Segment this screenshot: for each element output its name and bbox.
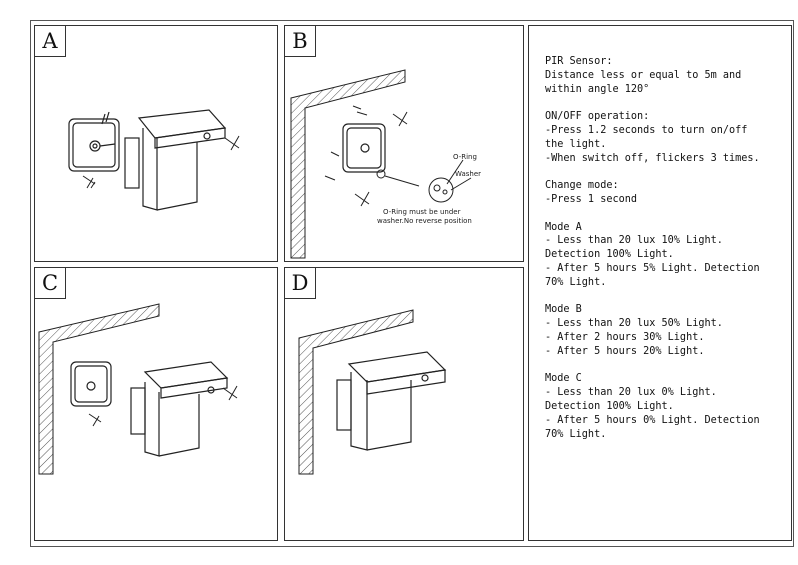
- mode-a-line: Detection 100% Light.: [545, 249, 674, 261]
- onoff-heading: ON/OFF operation:: [545, 111, 650, 123]
- mode-a-line: - After 5 hours 5% Light. Detection: [545, 262, 760, 274]
- mounting-bracket: [68, 111, 120, 172]
- panel-c: C: [34, 267, 278, 541]
- wall-hatch: [298, 309, 414, 475]
- lamp-body: [336, 351, 447, 451]
- note-line-1: O-Ring must be under: [383, 208, 461, 216]
- change-line: -Press 1 second: [545, 193, 638, 205]
- panel-letter: A: [35, 26, 66, 57]
- sheet-border: [30, 20, 794, 547]
- panel-letter: C: [35, 268, 66, 299]
- panel-letter: B: [285, 26, 316, 57]
- mode-c-line: 70% Light.: [545, 428, 607, 440]
- mounting-illustration-d: [298, 309, 447, 475]
- mode-c-line: - Less than 20 lux 0% Light.: [545, 387, 717, 399]
- mode-c-heading: Mode C: [545, 373, 582, 385]
- mode-c-section: Mode C - Less than 20 lux 0% Light. Dete…: [545, 372, 791, 441]
- mounting-bracket: [70, 361, 112, 407]
- mode-a-line: - Less than 20 lux 10% Light.: [545, 235, 723, 247]
- mode-b-section: Mode B - Less than 20 lux 50% Light. - A…: [545, 303, 791, 358]
- mode-b-line: - After 5 hours 20% Light.: [545, 345, 705, 357]
- o-ring-label: O-Ring: [453, 153, 477, 161]
- mode-a-heading: Mode A: [545, 221, 582, 233]
- mode-c-line: Detection 100% Light.: [545, 400, 674, 412]
- mode-b-line: - After 2 hours 30% Light.: [545, 331, 705, 343]
- change-heading: Change mode:: [545, 180, 619, 192]
- mode-b-heading: Mode B: [545, 304, 582, 316]
- panel-a: A: [34, 25, 278, 262]
- onoff-line: the light.: [545, 138, 607, 150]
- mode-a-section: Mode A - Less than 20 lux 10% Light. Det…: [545, 221, 791, 290]
- mounting-illustration-b: O-Ring Washer O-Ring must be under washe…: [290, 69, 481, 259]
- onoff-line: -When switch off, flickers 3 times.: [545, 152, 760, 164]
- washer-label: Washer: [455, 170, 481, 178]
- pir-heading: PIR Sensor:: [545, 56, 613, 67]
- pir-sensor-section: PIR Sensor: Distance less or equal to 5m…: [545, 55, 791, 96]
- mounting-bracket: [342, 123, 386, 173]
- lamp-body: [124, 109, 227, 211]
- mode-c-line: - After 5 hours 0% Light. Detection: [545, 414, 760, 426]
- mounting-illustration-a: [68, 109, 240, 211]
- pir-line: Distance less or equal to 5m and: [545, 69, 742, 81]
- pir-line: within angle 120°: [545, 83, 650, 95]
- wall-hatch: [38, 303, 160, 475]
- panel-letter: D: [285, 268, 316, 299]
- mode-a-line: 70% Light.: [545, 276, 607, 288]
- mode-b-line: - Less than 20 lux 50% Light.: [545, 318, 723, 330]
- instructions-panel: PIR Sensor: Distance less or equal to 5m…: [528, 25, 792, 541]
- mounting-illustration-c: [38, 303, 238, 475]
- note-line-2: washer.No reverse position: [377, 217, 472, 225]
- onoff-line: -Press 1.2 seconds to turn on/off: [545, 124, 748, 136]
- panel-d: D: [284, 267, 524, 541]
- onoff-section: ON/OFF operation: -Press 1.2 seconds to …: [545, 110, 791, 165]
- change-mode-section: Change mode: -Press 1 second: [545, 179, 791, 207]
- wall-hatch: [290, 69, 406, 259]
- panel-b: B O-Ring Washer O-Ring must be under: [284, 25, 524, 262]
- lamp-body: [130, 361, 229, 457]
